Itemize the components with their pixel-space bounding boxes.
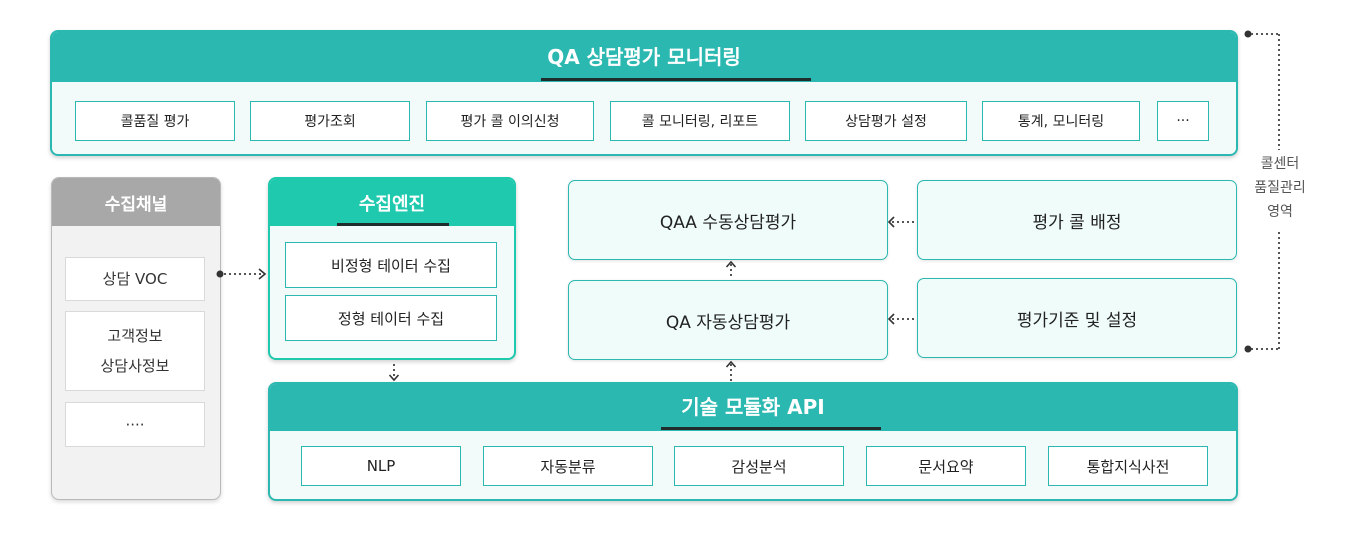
monitoring-item-evaluation-settings[interactable]: 상담평가 설정 [805, 101, 967, 141]
api-item-knowledge-dictionary[interactable]: 통합지식사전 [1048, 446, 1208, 486]
channel-item-line: ···· [125, 415, 145, 434]
api-item-nlp[interactable]: NLP [301, 446, 461, 486]
monitoring-item-evaluation-lookup[interactable]: 평가조회 [250, 101, 410, 141]
channel-panel: 수집채널 상담 VOC 고객정보 상담사정보 ···· [51, 177, 221, 500]
api-item-sentiment-analysis[interactable]: 감성분석 [674, 446, 844, 486]
arrow-down-icon [388, 364, 400, 382]
channel-item-line: 고객정보 [107, 327, 163, 345]
side-label: 콜센터 품질관리 영역 [1244, 152, 1316, 224]
bracket-icon [1244, 30, 1280, 353]
monitoring-title: QA 상담평가 모니터링 [547, 45, 741, 69]
evaluation-criteria-box[interactable]: 평가기준 및 설정 [917, 278, 1237, 358]
arrow-right-icon [216, 268, 267, 280]
monitoring-item-call-monitoring[interactable]: 콜 모니터링, 리포트 [610, 101, 790, 141]
qa-auto-evaluation-box[interactable]: QA 자동상담평가 [568, 280, 888, 360]
api-title-underline [661, 427, 881, 430]
engine-panel: 수집엔진 비정형 테이터 수집 정형 테이터 수집 [268, 177, 516, 360]
evaluation-criteria-label: 평가기준 및 설정 [1016, 310, 1138, 331]
call-assignment-box[interactable]: 평가 콜 배정 [917, 180, 1237, 260]
monitoring-item-statistics[interactable]: 통계, 모니터링 [982, 101, 1140, 141]
arrow-up-icon [725, 260, 737, 279]
engine-title-underline [337, 223, 449, 226]
channel-item-line: 상담사정보 [100, 357, 170, 375]
channel-item-more[interactable]: ···· [65, 402, 205, 447]
qa-auto-evaluation-label: QA 자동상담평가 [665, 312, 791, 333]
monitoring-item-call-quality[interactable]: 콜품질 평가 [75, 101, 235, 141]
api-header: 기술 모듈화 API [270, 384, 1236, 431]
channel-item-customer-info[interactable]: 고객정보 상담사정보 [65, 311, 205, 391]
call-assignment-label: 평가 콜 배정 [1032, 212, 1122, 233]
monitoring-item-more[interactable]: ··· [1157, 101, 1209, 141]
arrow-up-icon [725, 360, 737, 381]
engine-item-unstructured[interactable]: 비정형 테이터 수집 [285, 242, 497, 288]
engine-title: 수집엔진 [358, 193, 426, 215]
api-item-auto-classification[interactable]: 자동분류 [483, 446, 653, 486]
monitoring-panel: QA 상담평가 모니터링 콜품질 평가 평가조회 평가 콜 이의신청 콜 모니터… [50, 30, 1238, 156]
engine-item-structured[interactable]: 정형 테이터 수집 [285, 295, 497, 341]
monitoring-item-objection[interactable]: 평가 콜 이의신청 [426, 101, 594, 141]
api-title: 기술 모듈화 API [681, 395, 825, 419]
monitoring-header: QA 상담평가 모니터링 [52, 32, 1236, 82]
arrow-left-icon [887, 216, 916, 228]
qaa-manual-evaluation-box[interactable]: QAA 수동상담평가 [568, 180, 888, 260]
side-label-line: 품질관리 [1254, 180, 1306, 196]
side-label-line: 영역 [1267, 204, 1293, 220]
engine-header: 수집엔진 [270, 179, 514, 226]
arrow-left-icon [887, 313, 916, 325]
side-label-line: 콜센터 [1260, 156, 1300, 172]
channel-item-voc[interactable]: 상담 VOC [65, 257, 205, 301]
channel-title: 수집채널 [104, 194, 168, 215]
channel-header: 수집채널 [52, 178, 220, 226]
channel-item-line: 상담 VOC [102, 270, 168, 288]
api-item-document-summary[interactable]: 문서요약 [866, 446, 1026, 486]
monitoring-title-underline [541, 78, 811, 81]
api-panel: 기술 모듈화 API NLP 자동분류 감성분석 문서요약 통합지식사전 [268, 382, 1238, 501]
qaa-manual-evaluation-label: QAA 수동상담평가 [659, 212, 797, 233]
